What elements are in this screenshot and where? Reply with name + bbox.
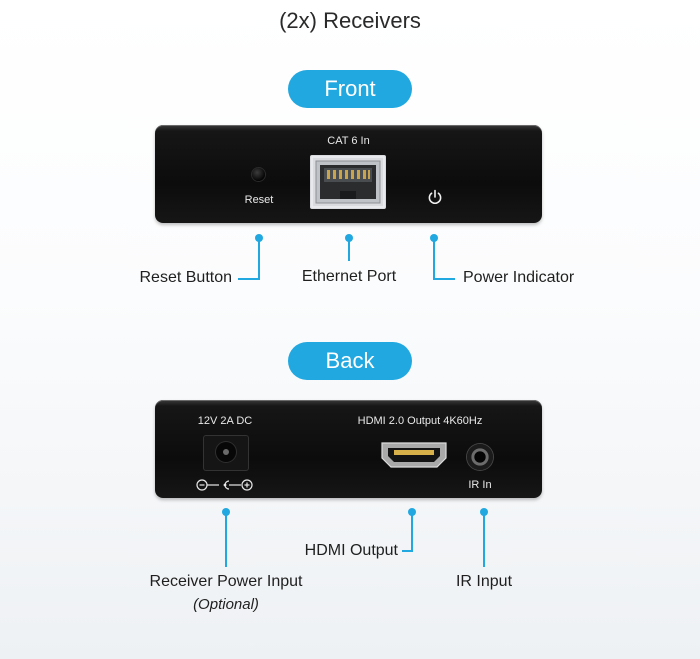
back-pill: Back	[288, 342, 412, 380]
dc-power-jack	[204, 436, 248, 470]
ir-jack	[467, 444, 493, 470]
callout-hdmi-output: HDMI Output	[304, 542, 398, 559]
callout-optional-note: (Optional)	[193, 596, 259, 613]
callout-ethernet-port: Ethernet Port	[301, 268, 397, 285]
page-title: (2x) Receivers	[279, 8, 421, 33]
cat6-label: CAT 6 In	[327, 135, 370, 147]
power-icon	[427, 189, 443, 205]
back-panel: 12V 2A DC HDMI 2.0 Output 4K60Hz IR In	[155, 400, 542, 498]
callout-power-indicator: Power Indicator	[463, 269, 575, 286]
front-panel: CAT 6 In Reset	[155, 125, 542, 223]
reset-label: Reset	[244, 194, 274, 206]
front-pill: Front	[288, 70, 412, 108]
hdmi-port	[379, 440, 449, 470]
callout-reset-button: Reset Button	[139, 269, 233, 286]
callout-receiver-power-input: Receiver Power Input	[149, 573, 303, 590]
dc-power-label: 12V 2A DC	[197, 415, 253, 427]
hdmi-label: HDMI 2.0 Output 4K60Hz	[357, 415, 483, 427]
rj45-jack-icon	[311, 156, 385, 208]
ethernet-port	[310, 155, 386, 209]
ir-label: IR In	[468, 479, 492, 491]
hdmi-connector-icon	[381, 442, 447, 468]
reset-hole	[252, 168, 265, 181]
callout-ir-input: IR Input	[455, 573, 513, 590]
polarity-symbol-icon	[195, 478, 255, 492]
